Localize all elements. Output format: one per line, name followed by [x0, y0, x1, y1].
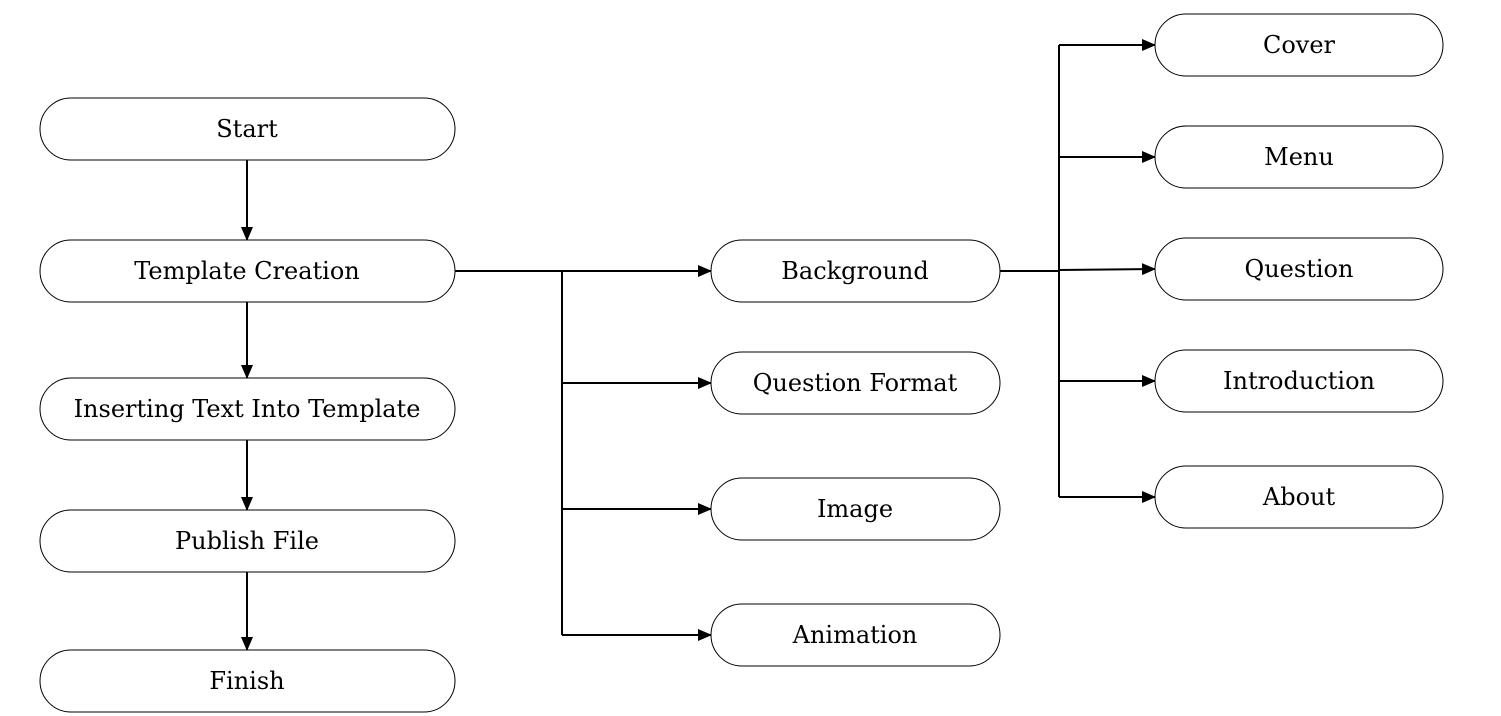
node-inserting-text: Inserting Text Into Template [39, 377, 456, 441]
trunk-background [1000, 45, 1060, 497]
node-publish-file: Publish File [39, 509, 456, 573]
node-question: Question [1154, 237, 1444, 301]
node-cover: Cover [1154, 13, 1444, 77]
node-start: Start [39, 97, 456, 161]
node-template-creation-label: Template Creation [134, 257, 360, 285]
node-question-format: Question Format [710, 351, 1001, 415]
node-introduction-label: Introduction [1223, 367, 1375, 395]
node-animation: Animation [710, 603, 1001, 667]
arrow-to-question [1058, 263, 1156, 276]
node-finish-label: Finish [209, 667, 284, 695]
node-menu-label: Menu [1264, 143, 1334, 171]
node-image: Image [710, 477, 1001, 541]
node-image-label: Image [817, 495, 893, 523]
node-publish-file-label: Publish File [175, 527, 319, 555]
node-background-label: Background [781, 257, 929, 285]
node-background: Background [710, 239, 1001, 303]
node-menu: Menu [1154, 125, 1444, 189]
node-about: About [1154, 465, 1444, 529]
template-branch-connectors [455, 265, 712, 641]
node-cover-label: Cover [1263, 31, 1336, 59]
node-question-format-label: Question Format [753, 369, 958, 397]
background-branch-connectors [1000, 39, 1156, 503]
node-question-label: Question [1245, 255, 1354, 283]
node-introduction: Introduction [1154, 349, 1444, 413]
node-finish: Finish [39, 649, 456, 713]
node-inserting-text-label: Inserting Text Into Template [74, 395, 421, 423]
node-about-label: About [1262, 483, 1336, 511]
trunk-template-creation [455, 270, 563, 635]
node-animation-label: Animation [792, 621, 918, 649]
node-start-label: Start [216, 115, 278, 143]
node-template-creation: Template Creation [39, 239, 456, 303]
